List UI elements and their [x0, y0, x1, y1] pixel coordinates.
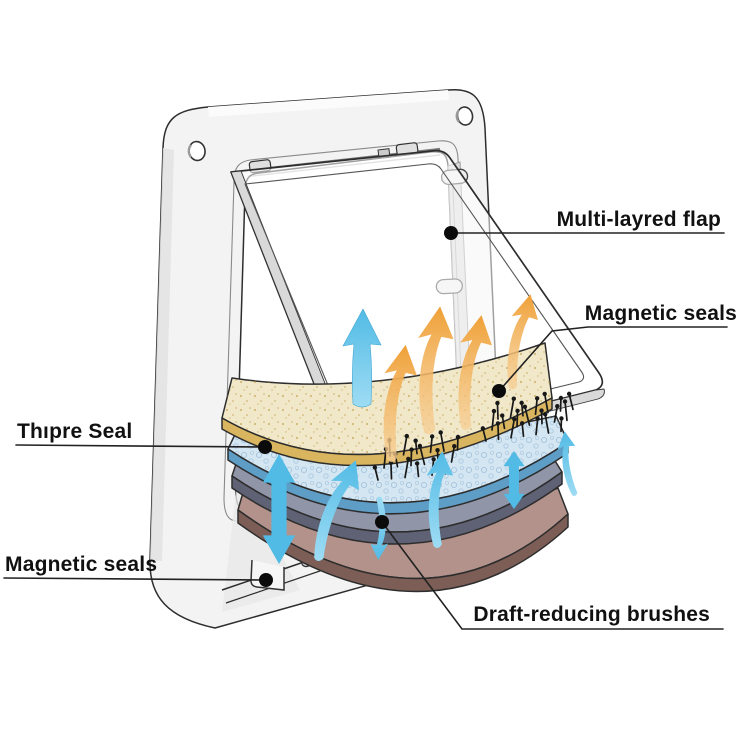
leader-draft-brushes: Draft-reducing brushes	[375, 515, 724, 630]
leader-magnetic-seals-right: Magnetic seals	[492, 302, 737, 398]
frame-top-highlight	[208, 90, 449, 117]
frame-left-shading	[150, 148, 174, 561]
draft-brushes	[372, 391, 574, 481]
dot-thipre	[258, 440, 272, 454]
label-magnetic-seals-right: Magnetic seals	[585, 302, 737, 325]
leader-magnetic-seals-left: Magnetic seals	[3, 553, 273, 587]
screw-hole-top-left	[187, 140, 206, 162]
dot-flap	[444, 226, 458, 240]
leader-thipre-seal: Thıpre Seal	[15, 420, 272, 454]
leader-multi-layered-flap: Multi-layred flap	[444, 208, 725, 240]
screw-hole-top-right	[455, 106, 474, 126]
dot-brushes	[375, 515, 389, 529]
label-magnetic-seals-left: Magnetic seals	[5, 553, 157, 576]
dot-magnetic-left	[259, 573, 273, 587]
label-multi-layered-flap: Multi-layred flap	[557, 208, 721, 231]
label-thipre-seal: Thıpre Seal	[17, 420, 132, 443]
annotations: Multi-layred flap Magnetic seals Thıpre …	[3, 208, 737, 630]
label-draft-brushes: Draft-reducing brushes	[473, 603, 710, 626]
dot-magnetic-right	[492, 384, 506, 398]
